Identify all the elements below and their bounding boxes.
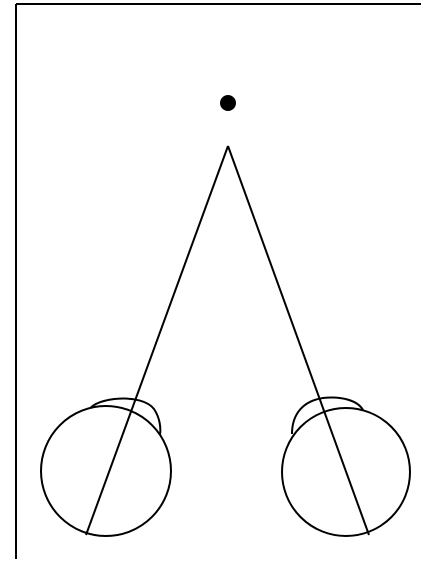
left-eye	[41, 399, 171, 536]
right-eye	[282, 398, 410, 536]
fixation-point	[220, 95, 236, 111]
left-eyeball	[41, 406, 171, 536]
